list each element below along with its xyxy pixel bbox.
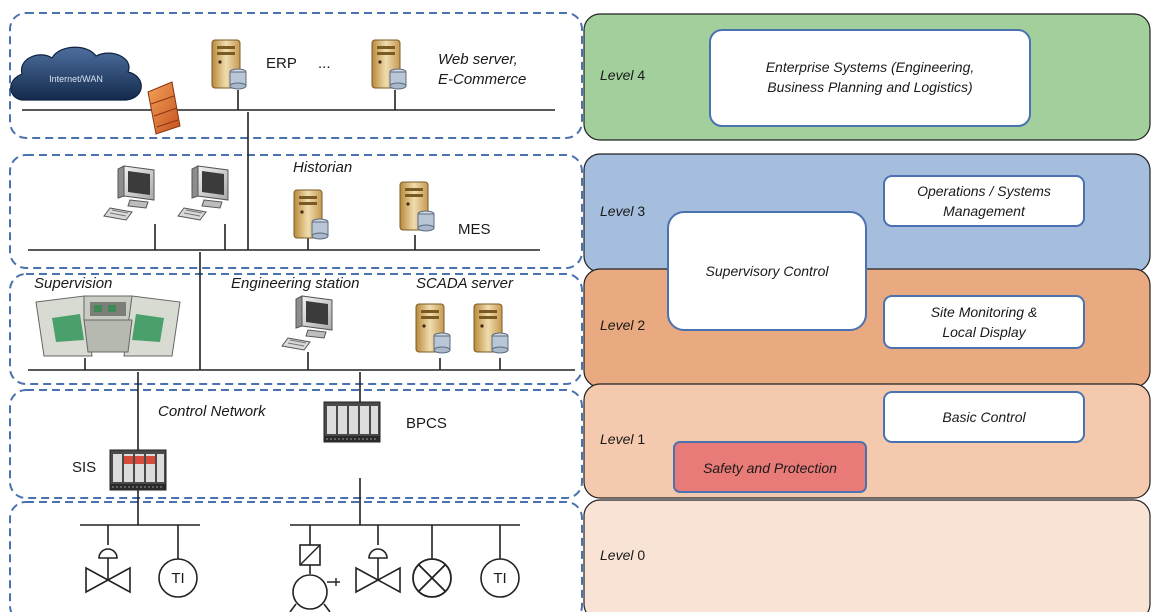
safety-protection-label: Safety and Protection [703, 460, 837, 476]
level-2-label: Level 2 [600, 317, 645, 333]
ti-label: TI [493, 570, 506, 587]
basic-control-box: Basic Control [883, 391, 1085, 443]
mes-server-icon [399, 181, 435, 232]
enterprise-line-1: Enterprise Systems (Engineering, [766, 59, 975, 75]
scada-server-icon [473, 303, 509, 354]
zone-level-2 [9, 273, 583, 385]
historian-label: Historian [293, 159, 352, 176]
scada-server-icon [415, 303, 451, 354]
site-monitoring-line-2: Local Display [942, 324, 1026, 340]
zone-level-1 [9, 389, 583, 499]
supervision-console-icon [35, 295, 181, 357]
enterprise-line-2: Business Planning and Logistics) [767, 79, 972, 95]
web-server-icon [371, 39, 407, 90]
engineering-station-label: Engineering station [231, 275, 359, 292]
control-valve-icon [355, 548, 401, 593]
supervision-label: Supervision [34, 275, 112, 292]
pump-motor-icon [289, 544, 340, 612]
ellipsis-label: ... [318, 55, 331, 72]
sis-label: SIS [72, 459, 96, 476]
engineering-station-icon [281, 295, 333, 351]
operations-management-box: Operations / Systems Management [883, 175, 1085, 227]
web-server-label-line1: Web server, [438, 51, 518, 68]
workstation-icon [177, 165, 229, 221]
temperature-indicator-icon: TI [158, 558, 198, 598]
level-4-label: Level 4 [600, 67, 645, 83]
level-0-band [583, 499, 1151, 612]
erp-label: ERP [266, 55, 297, 72]
control-valve-icon [85, 548, 131, 593]
supervisory-control-label: Supervisory Control [706, 263, 830, 279]
ti-label: TI [171, 570, 184, 587]
control-network-label: Control Network [158, 403, 267, 420]
operations-line-1: Operations / Systems [917, 183, 1051, 199]
cloud-label: Internet/WAN [49, 74, 103, 84]
bpcs-label: BPCS [406, 415, 447, 432]
zone-level-4 [9, 12, 583, 139]
historian-server-icon [293, 189, 329, 240]
left-zones [9, 12, 583, 612]
level-1-label: Level 1 [600, 431, 645, 447]
sis-controller-icon [109, 449, 167, 491]
enterprise-systems-box: Enterprise Systems (Engineering, Busines… [709, 29, 1031, 127]
supervisory-control-box: Supervisory Control [667, 211, 867, 331]
zone-level-3 [9, 154, 583, 269]
web-server-label-line2: E-Commerce [438, 71, 526, 88]
bpcs-controller-icon [323, 401, 381, 443]
site-monitoring-box: Site Monitoring & Local Display [883, 295, 1085, 349]
indicator-lamp-icon [412, 558, 452, 598]
operations-line-2: Management [943, 203, 1026, 219]
level-labels: Level 4 Level 3 Level 2 Level 1 Level 0 [600, 67, 645, 563]
safety-protection-box: Safety and Protection [673, 441, 867, 493]
level-3-label: Level 3 [600, 203, 645, 219]
workstation-icon [103, 165, 155, 221]
temperature-indicator-icon: TI [480, 558, 520, 598]
site-monitoring-line-1: Site Monitoring & [931, 304, 1038, 320]
firewall-icon [147, 81, 181, 135]
level-0-label: Level 0 [600, 547, 645, 563]
basic-control-label: Basic Control [942, 409, 1026, 425]
mes-label: MES [458, 221, 491, 238]
erp-server-icon [211, 39, 247, 90]
internet-wan-cloud: Internet/WAN [10, 46, 142, 101]
network-lines [22, 90, 575, 560]
scada-server-label: SCADA server [416, 275, 514, 292]
